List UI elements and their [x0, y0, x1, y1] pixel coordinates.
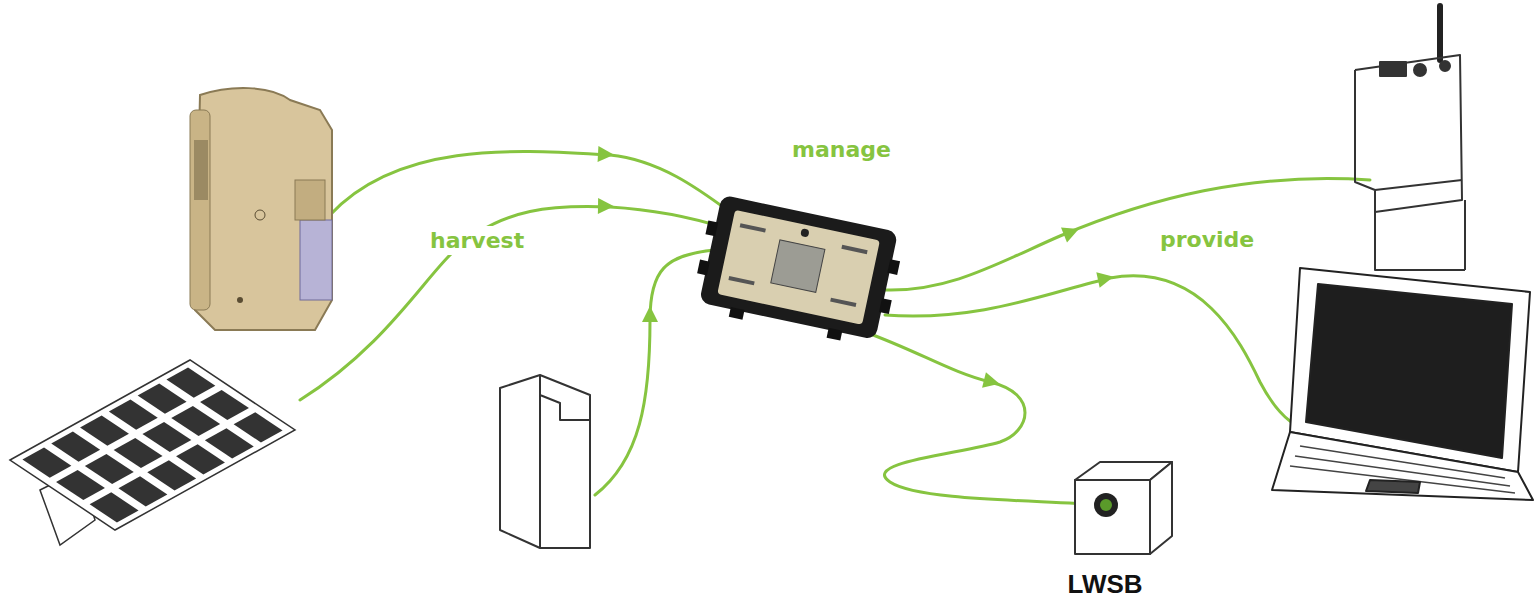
panel-frame: [10, 360, 295, 530]
radio-body: [195, 88, 332, 330]
arrowhead: [598, 198, 614, 214]
radio-clip: [295, 180, 325, 220]
manager-display: [771, 240, 825, 293]
wire: [885, 276, 1322, 432]
radio-battery: [300, 220, 332, 300]
box-socket: [1094, 493, 1118, 517]
speaker-box: LWSB: [1030, 448, 1180, 604]
radio-antenna: [1437, 6, 1443, 60]
flow-label: manage: [786, 135, 897, 164]
wire: [885, 179, 1370, 291]
radio-side: [190, 110, 210, 310]
arrowhead: [598, 146, 615, 163]
laptop-base: [1272, 432, 1533, 500]
radio-screen: [1380, 62, 1406, 76]
battery-notch: [540, 375, 590, 420]
flow-label: harvest: [424, 226, 530, 255]
radio-knob: [1414, 64, 1426, 76]
device-label: LWSB: [1030, 569, 1180, 600]
radio-grille: [194, 140, 208, 200]
laptop-screen: [1306, 284, 1512, 458]
manager-logo: [800, 228, 809, 237]
tan-radio: [190, 88, 332, 330]
flow-label: provide: [1154, 225, 1260, 254]
wire: [595, 250, 715, 495]
box-socket-core: [1100, 499, 1112, 511]
radio-back: [1464, 200, 1466, 270]
radio-screw: [255, 210, 265, 220]
arrowhead: [1061, 222, 1082, 243]
radio-knob: [1440, 61, 1450, 71]
laptop-touchpad: [1366, 480, 1420, 493]
arrowhead: [642, 306, 658, 322]
wire: [865, 332, 1098, 505]
arrowhead: [982, 372, 1001, 391]
battery-outline: [500, 375, 590, 548]
laptop: [1272, 268, 1533, 500]
battery-box: [500, 375, 590, 548]
panel-grid: [10, 360, 295, 530]
box-side: [1150, 462, 1172, 554]
radio-outline: [1355, 55, 1465, 270]
power-manager: [690, 193, 906, 349]
manager-panel: [717, 210, 880, 325]
handheld-radio: [1355, 6, 1465, 270]
energy-wires: [300, 152, 1370, 505]
solar-panel: [10, 360, 295, 545]
radio-side: [1355, 70, 1375, 270]
manager-body: [699, 195, 898, 340]
box-front: [1075, 480, 1150, 554]
radio-seam: [1375, 180, 1462, 190]
arrowheads: [598, 146, 1116, 392]
wire: [300, 206, 725, 400]
radio-screw: [237, 297, 243, 303]
battery-edge: [539, 375, 541, 548]
wire: [330, 152, 730, 215]
arrowhead: [1096, 269, 1115, 288]
